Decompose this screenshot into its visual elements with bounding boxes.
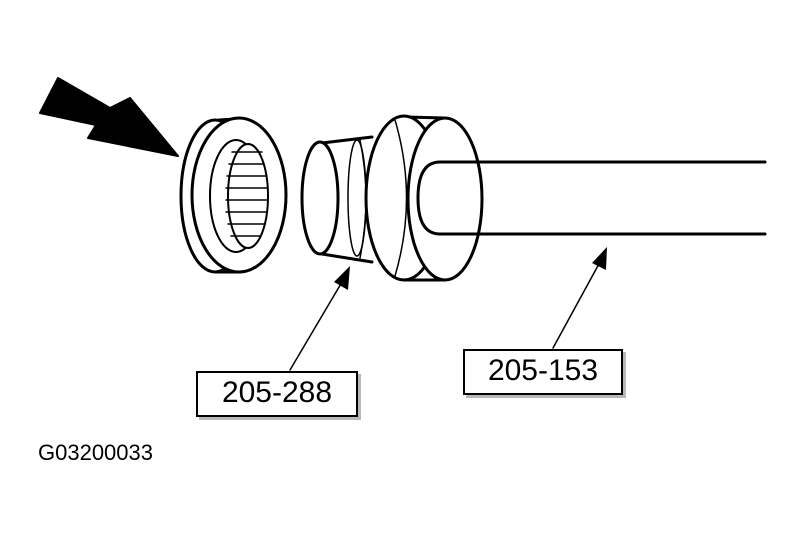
seal-ring xyxy=(179,116,288,274)
direction-arrow xyxy=(39,77,179,157)
leader-205-288 xyxy=(289,266,350,371)
handle-205-153 xyxy=(416,160,767,236)
label-205-288: 205-288 xyxy=(196,371,358,417)
installer-205-288 xyxy=(300,114,484,282)
leader-205-153 xyxy=(552,247,607,349)
figure-id: G03200033 xyxy=(38,440,153,465)
label-205-153: 205-153 xyxy=(463,349,623,395)
